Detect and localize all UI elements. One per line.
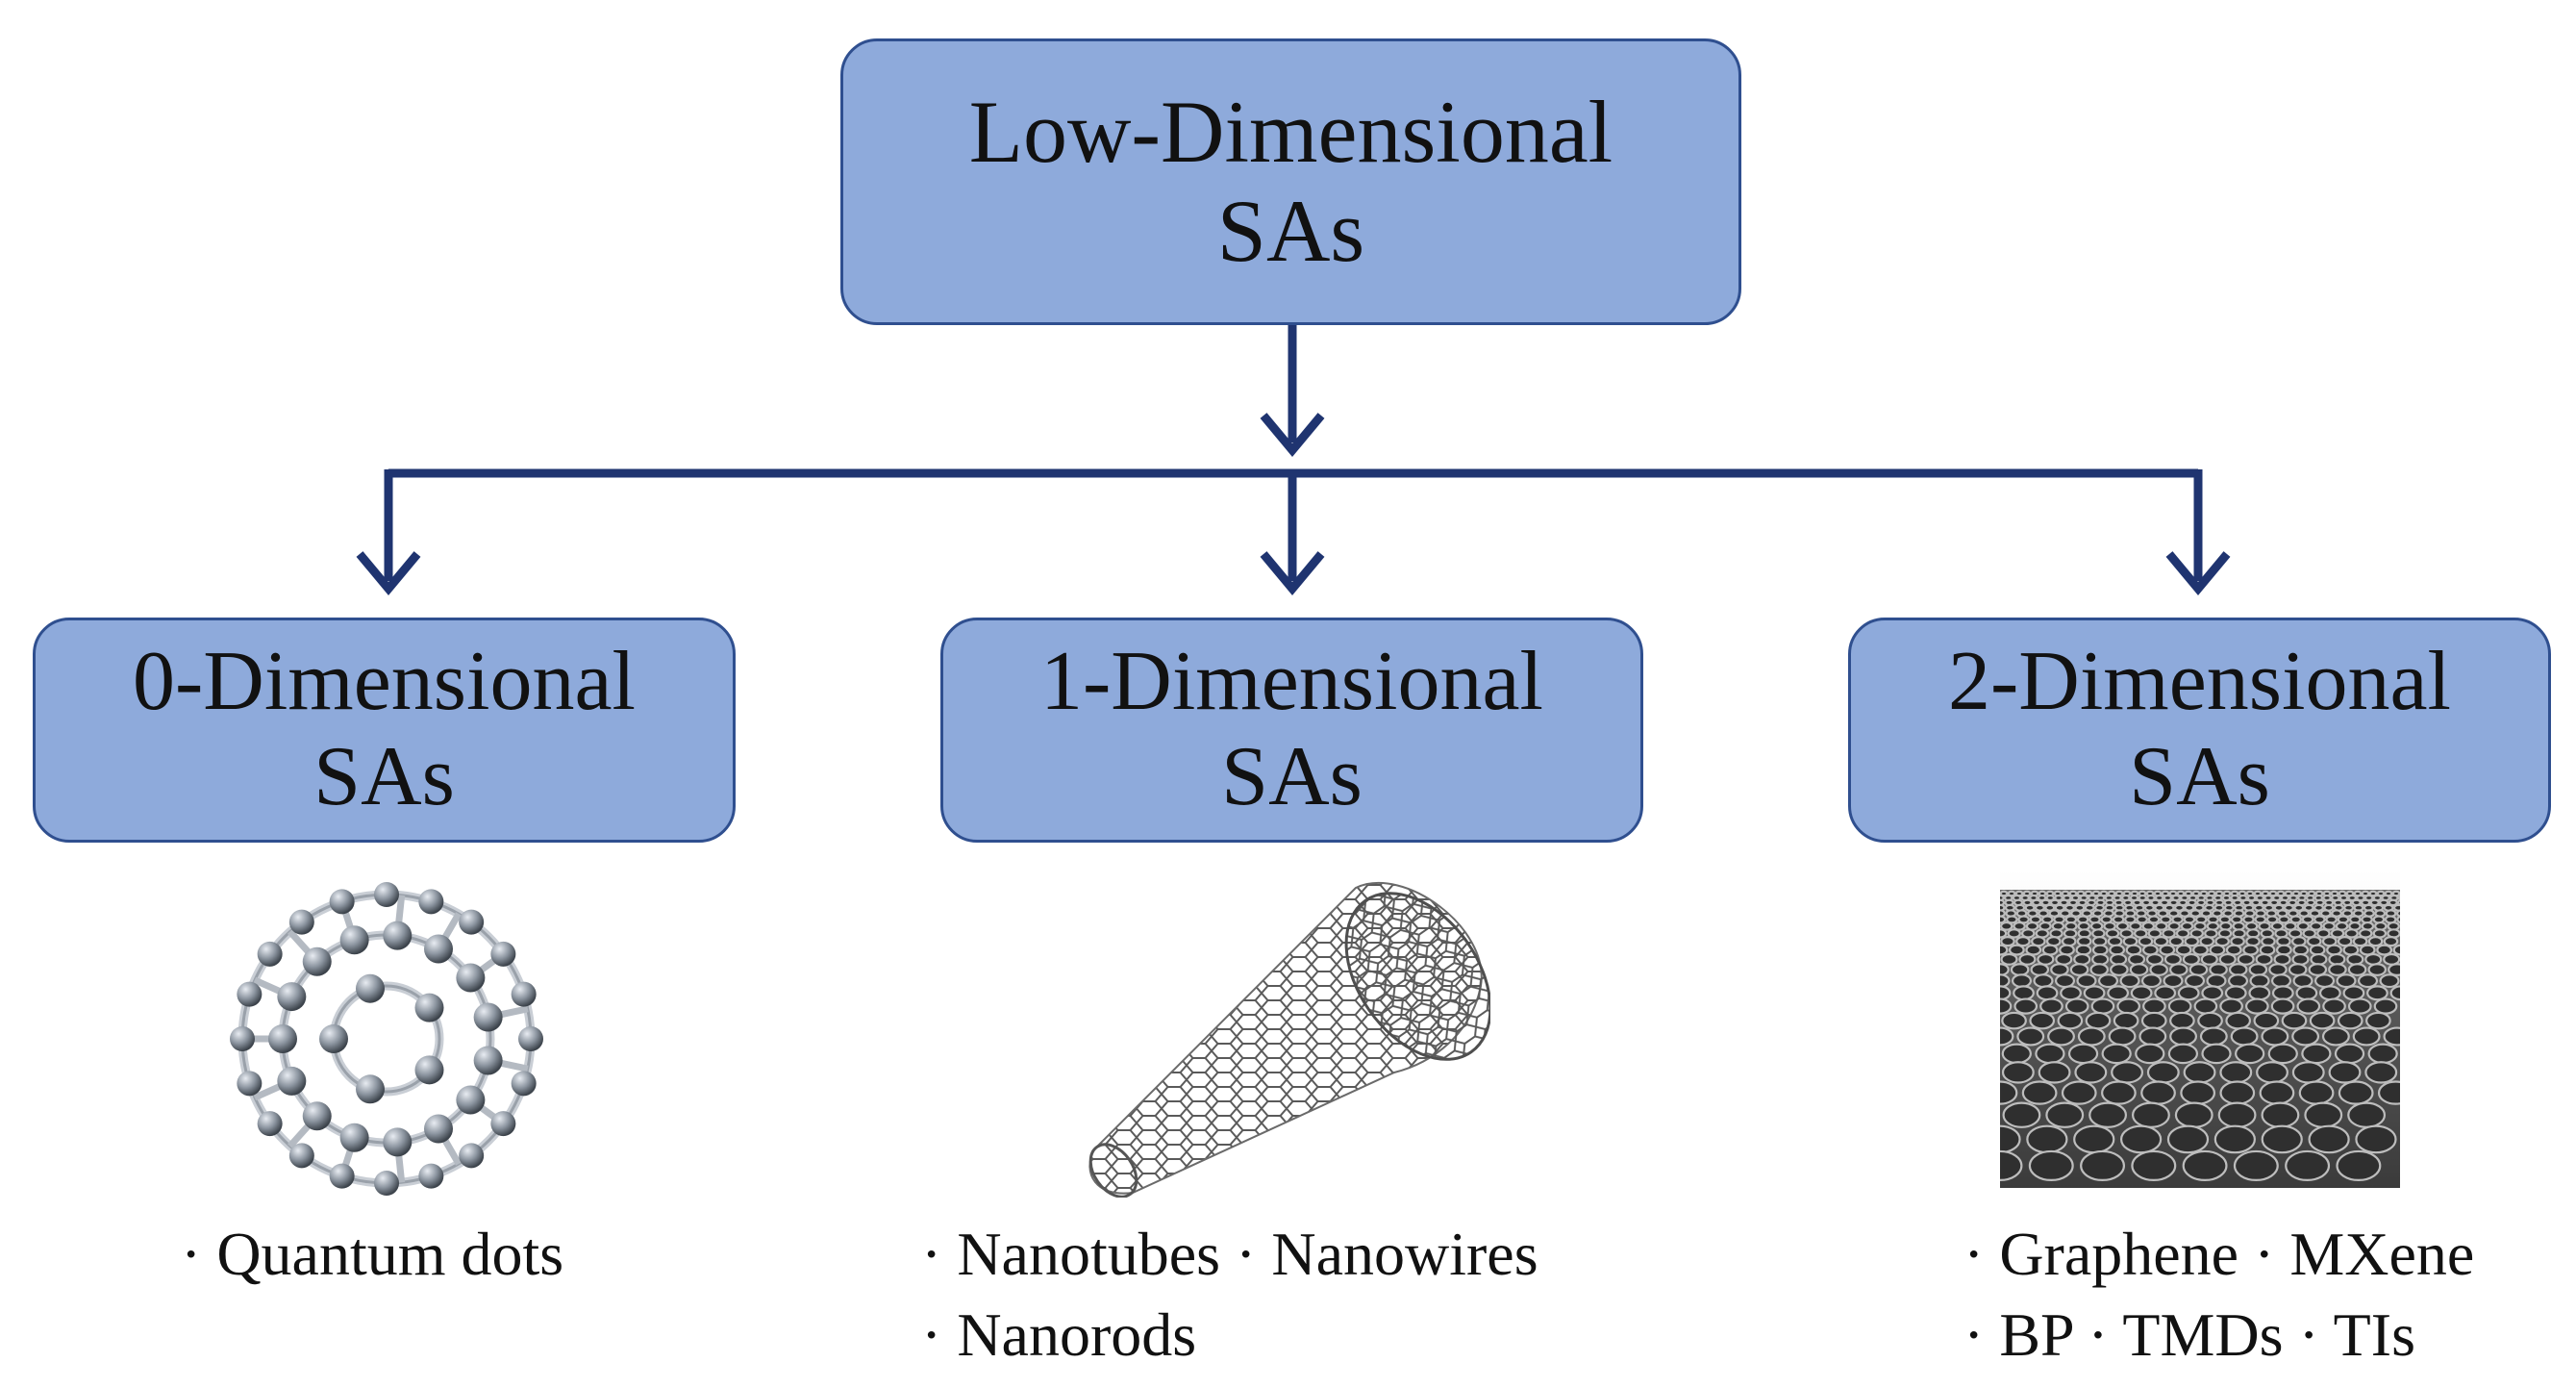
list-item: · Graphene · MXene	[1963, 1220, 2475, 1288]
graphene-sheet-icon	[2000, 871, 2400, 1188]
root-node: Low-Dimensional SAs	[840, 38, 1741, 325]
nanotube-icon	[1088, 882, 1490, 1198]
node-title-line1: 0-Dimensional	[132, 635, 636, 729]
node-2-dimensional: 2-Dimensional SAs	[1848, 618, 2551, 843]
root-title-line1: Low-Dimensional	[968, 82, 1613, 181]
list-item: · Quantum dots	[181, 1220, 564, 1288]
node-title-line1: 2-Dimensional	[1947, 635, 2451, 729]
node-title-line2: SAs	[2129, 730, 2270, 823]
node-title-line2: SAs	[1221, 730, 1363, 823]
list-item: · BP · TMDs · TIs	[1963, 1300, 2415, 1369]
root-title-line2: SAs	[1216, 182, 1365, 280]
item-list-1d: · Nanotubes · Nanowires · Nanorods	[921, 1214, 1538, 1375]
item-list-0d: · Quantum dots	[181, 1214, 563, 1295]
fullerene-icon	[230, 882, 543, 1196]
node-1-dimensional: 1-Dimensional SAs	[940, 618, 1643, 843]
list-item: · Nanotubes · Nanowires	[921, 1220, 1538, 1288]
node-title-line2: SAs	[313, 730, 455, 823]
item-list-2d: · Graphene · MXene · BP · TMDs · TIs	[1963, 1214, 2474, 1375]
node-0-dimensional: 0-Dimensional SAs	[33, 618, 736, 843]
node-title-line1: 1-Dimensional	[1039, 635, 1543, 729]
list-item: · Nanorods	[921, 1300, 1197, 1369]
